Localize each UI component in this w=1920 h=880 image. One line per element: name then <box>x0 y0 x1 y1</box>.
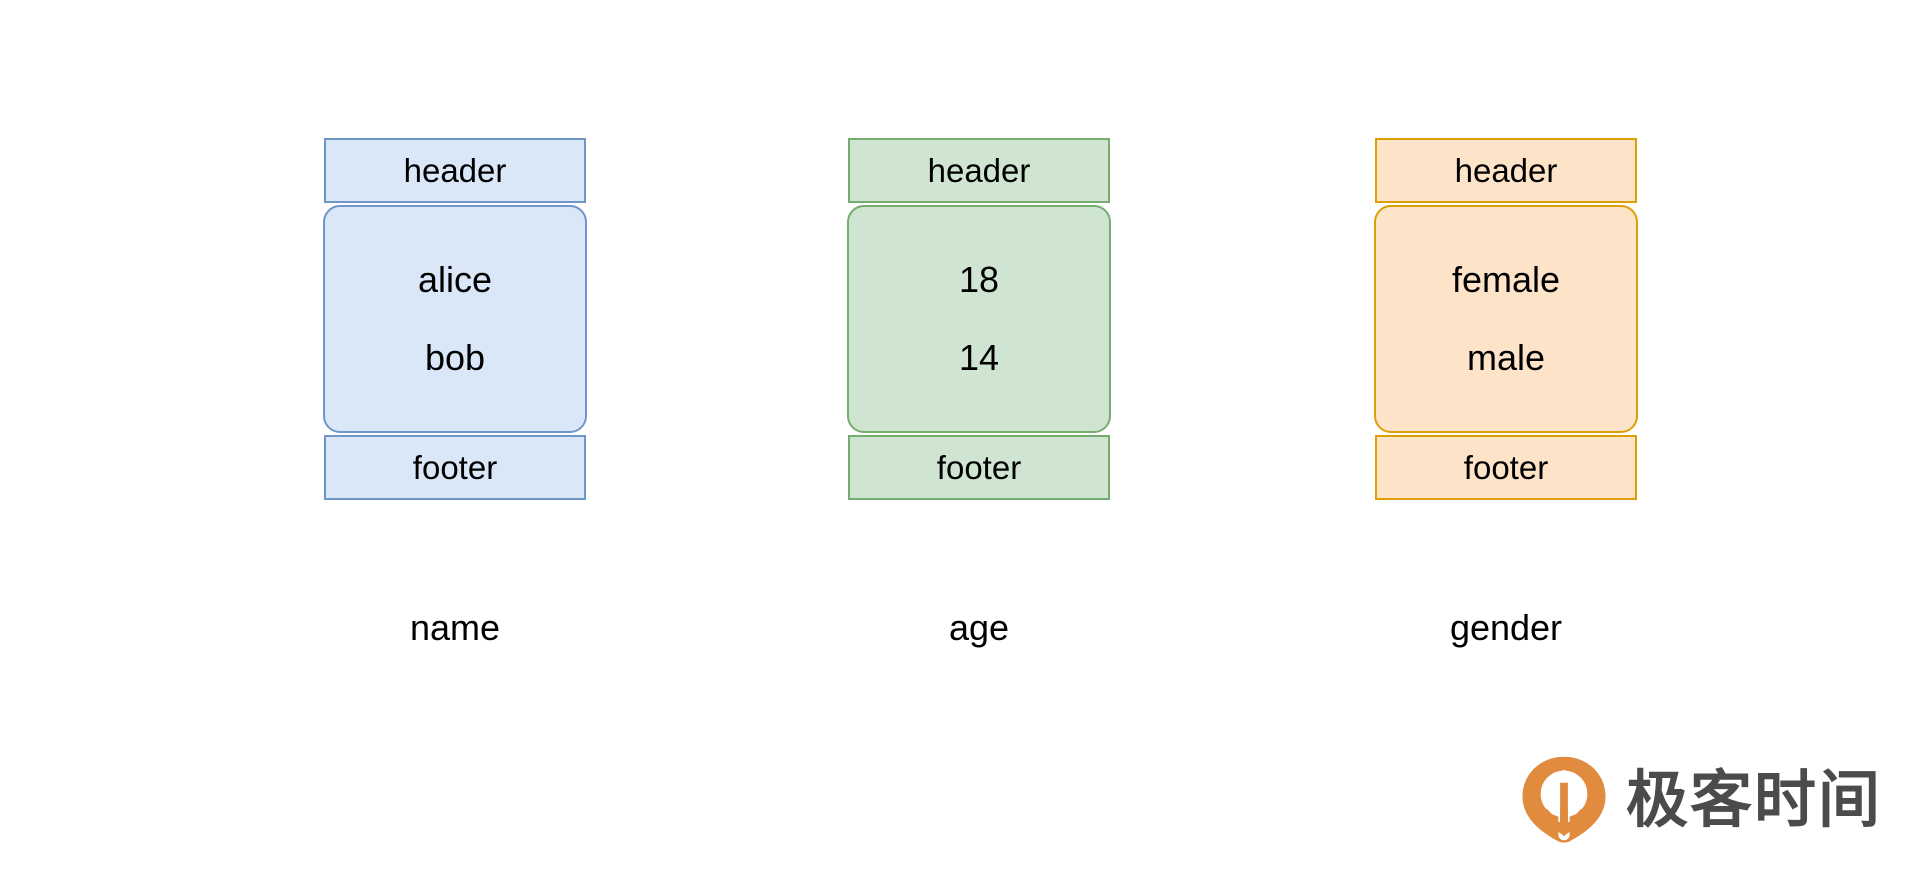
geektime-pin-icon <box>1522 756 1606 843</box>
column-age-footer: footer <box>848 435 1110 500</box>
column-age-caption: age <box>948 607 1010 648</box>
column-name-value-0: alice <box>417 259 493 300</box>
column-name-caption: name <box>409 607 501 648</box>
column-gender-value-1: male <box>1466 337 1546 378</box>
column-name-footer: footer <box>324 435 586 500</box>
column-gender-header: header <box>1375 138 1637 203</box>
column-gender-footer: footer <box>1375 435 1637 500</box>
column-name-header: header <box>324 138 586 203</box>
column-age-body: 18 14 <box>847 205 1111 433</box>
column-age-value-0: 18 <box>958 259 1000 300</box>
watermark: 极客时间 <box>1520 755 1882 845</box>
column-name-value-1: bob <box>424 337 486 378</box>
watermark-text: 极客时间 <box>1626 763 1883 836</box>
column-gender-value-0: female <box>1451 259 1561 300</box>
column-gender-caption: gender <box>1449 607 1563 648</box>
column-name-body: alice bob <box>323 205 587 433</box>
column-gender-body: female male <box>1374 205 1638 433</box>
column-age-value-1: 14 <box>958 337 1000 378</box>
column-age-header: header <box>848 138 1110 203</box>
